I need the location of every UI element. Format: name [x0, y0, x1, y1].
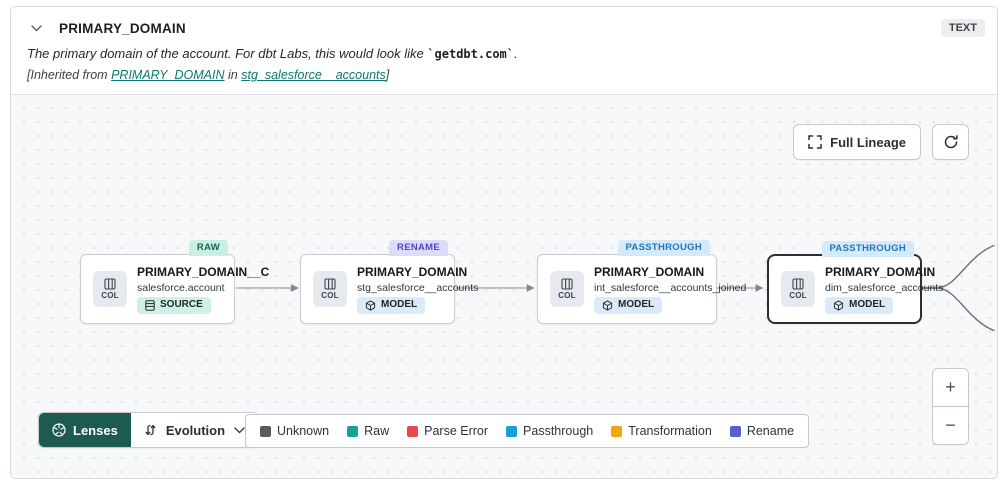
inherited-column-link[interactable]: PRIMARY_DOMAIN	[111, 68, 225, 82]
zoom-divider	[933, 406, 968, 407]
node-kind-label: MODEL	[618, 299, 655, 310]
lenses-group: Lenses Evolution	[38, 412, 260, 448]
lens-aperture-icon	[52, 423, 66, 437]
collapse-chevron-icon[interactable]	[27, 19, 45, 37]
zoom-controls: + −	[932, 368, 969, 445]
description-period: .	[514, 46, 518, 61]
refresh-button[interactable]	[932, 124, 969, 160]
inherited-suffix: ]	[385, 68, 390, 82]
evolution-state-badge: RENAME	[389, 240, 448, 256]
inherited-prefix: [Inherited from	[27, 68, 112, 82]
node-column-name: PRIMARY_DOMAIN__C	[137, 264, 270, 279]
full-lineage-label: Full Lineage	[830, 134, 906, 150]
legend-label: Passthrough	[523, 424, 594, 438]
column-lineage-panel: PRIMARY_DOMAIN TEXT The primary domain o…	[10, 6, 998, 479]
column-header: PRIMARY_DOMAIN TEXT The primary domain o…	[11, 7, 997, 94]
lenses-button[interactable]: Lenses	[39, 413, 131, 447]
column-type-badge: TEXT	[940, 19, 985, 37]
node-kind-label: MODEL	[381, 299, 418, 310]
lineage-canvas[interactable]: RAW COL PRIMARY_DOMAIN__C salesforce.acc…	[11, 94, 997, 478]
zoom-in-button[interactable]: +	[933, 369, 968, 406]
legend-swatch	[260, 425, 271, 437]
node-column-name: PRIMARY_DOMAIN	[357, 264, 468, 279]
evolution-state-badge: RAW	[188, 240, 228, 256]
node-model-name: int_salesforce__accounts_joined	[594, 281, 747, 294]
column-title: PRIMARY_DOMAIN	[59, 20, 186, 36]
column-icon: COL	[550, 271, 584, 307]
inherited-model-link[interactable]: stg_salesforce__accounts	[241, 68, 386, 82]
zoom-out-button[interactable]: −	[933, 407, 968, 444]
col-label: COL	[558, 291, 576, 300]
evolution-state-badge: PASSTHROUGH	[821, 241, 914, 257]
legend-item-parse-error: Parse Error	[407, 424, 488, 438]
refresh-icon	[944, 135, 958, 149]
node-column-name: PRIMARY_DOMAIN	[825, 264, 936, 279]
column-description: The primary domain of the account. For d…	[27, 46, 981, 61]
lenses-label: Lenses	[73, 422, 118, 438]
lens-selected-value: Evolution	[165, 422, 226, 438]
lineage-node-source[interactable]: RAW COL PRIMARY_DOMAIN__C salesforce.acc…	[80, 240, 270, 324]
legend-swatch	[611, 425, 623, 437]
database-icon	[145, 299, 155, 311]
node-model-name: salesforce.account	[137, 281, 225, 294]
model-cube-icon	[833, 299, 844, 311]
expand-icon	[808, 135, 822, 149]
evolution-icon	[145, 424, 156, 436]
legend-label: Rename	[746, 424, 795, 438]
column-icon: COL	[93, 271, 127, 307]
node-kind-label: MODEL	[849, 299, 886, 310]
model-cube-icon	[602, 299, 613, 311]
node-kind-badge: MODEL	[357, 296, 426, 314]
legend-label: Transformation	[628, 424, 712, 438]
col-label: COL	[321, 291, 339, 300]
legend-swatch	[347, 425, 359, 437]
node-kind-badge: MODEL	[825, 296, 894, 314]
column-icon: COL	[313, 271, 347, 307]
description-text: The primary domain of the account. For d…	[27, 46, 428, 61]
legend-label: Raw	[364, 424, 390, 438]
full-lineage-button[interactable]: Full Lineage	[793, 124, 921, 160]
evolution-legend: Unknown Raw Parse Error Passthrough Tran…	[245, 414, 810, 448]
node-kind-label: SOURCE	[160, 299, 203, 310]
model-cube-icon	[365, 299, 376, 311]
legend-item-passthrough: Passthrough	[506, 424, 593, 438]
legend-label: Unknown	[277, 424, 330, 438]
node-column-name: PRIMARY_DOMAIN	[594, 264, 705, 279]
inherited-middle: in	[224, 68, 242, 82]
lens-select[interactable]: Evolution	[130, 413, 259, 447]
legend-swatch	[407, 425, 419, 437]
col-label: COL	[789, 291, 807, 300]
legend-item-unknown: Unknown	[260, 424, 329, 438]
node-model-name: stg_salesforce__accounts	[357, 281, 479, 294]
lineage-node-intermediate[interactable]: PASSTHROUGH COL PRIMARY_DOMAIN int_sales…	[537, 240, 747, 324]
node-kind-badge: MODEL	[594, 296, 663, 314]
lineage-node-staging[interactable]: RENAME COL PRIMARY_DOMAIN stg_salesforce…	[300, 240, 479, 324]
chevron-down-icon	[234, 426, 245, 433]
description-code: `getdbt.com`	[427, 47, 515, 61]
node-kind-badge: SOURCE	[137, 296, 211, 314]
evolution-state-badge: PASSTHROUGH	[617, 240, 710, 256]
legend-item-raw: Raw	[347, 424, 389, 438]
legend-item-rename: Rename	[729, 424, 795, 438]
column-icon: COL	[781, 271, 815, 307]
lineage-node-dim-selected[interactable]: PASSTHROUGH COL PRIMARY_DOMAIN dim_sales…	[767, 241, 944, 324]
legend-swatch	[729, 425, 741, 437]
inherited-from-line: [Inherited from PRIMARY_DOMAIN in stg_sa…	[27, 68, 981, 82]
legend-swatch	[506, 425, 518, 437]
col-label: COL	[101, 291, 119, 300]
node-model-name: dim_salesforce_accounts	[825, 281, 944, 294]
legend-label: Parse Error	[424, 424, 489, 438]
legend-item-transformation: Transformation	[611, 424, 712, 438]
